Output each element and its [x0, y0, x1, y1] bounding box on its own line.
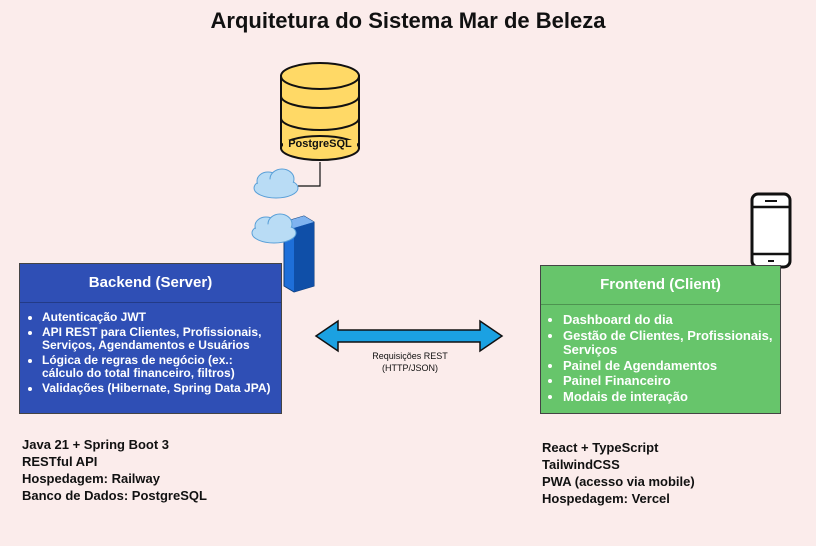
note-line: RESTful API: [22, 454, 98, 469]
list-item: Lógica de regras de negócio (ex.: cálcul…: [42, 354, 275, 380]
note-line: PWA (acesso via mobile): [542, 474, 695, 489]
smartphone-icon: [750, 192, 792, 269]
note-line: Java 21 + Spring Boot 3: [22, 437, 170, 452]
frontend-box: Frontend (Client) Dashboard do dia Gestã…: [540, 265, 781, 414]
frontend-list: Dashboard do dia Gestão de Clientes, Pro…: [541, 312, 780, 405]
diagram-title: Arquitetura do Sistema Mar de Beleza: [210, 8, 606, 33]
note-line: Banco de Dados: PostgreSQL: [22, 488, 207, 503]
database-label: PostgreSQL: [288, 138, 352, 150]
connection-label: Requisições REST (HTTP/JSON): [340, 350, 480, 374]
note-line: TailwindCSS: [542, 457, 620, 472]
database-icon: [280, 62, 360, 161]
list-item: Painel de Agendamentos: [563, 358, 774, 374]
note-line: Hospedagem: Vercel: [542, 491, 670, 506]
connection-label-line2: (HTTP/JSON): [382, 363, 438, 373]
note-line: Hospedagem: Railway: [22, 471, 160, 486]
list-item: API REST para Clientes, Profissionais, S…: [42, 326, 275, 352]
frontend-notes: React + TypeScript TailwindCSS PWA (aces…: [542, 439, 695, 507]
list-item: Gestão de Clientes, Profissionais, Servi…: [563, 328, 774, 358]
backend-list: Autenticação JWT API REST para Clientes,…: [20, 311, 281, 395]
frontend-title: Frontend (Client): [541, 266, 780, 305]
list-item: Modais de interação: [563, 389, 774, 405]
list-item: Dashboard do dia: [563, 312, 774, 328]
backend-title: Backend (Server): [20, 264, 281, 303]
backend-notes: Java 21 + Spring Boot 3 RESTful API Hosp…: [22, 436, 207, 504]
connection-label-line1: Requisições REST: [372, 351, 448, 361]
cloud-icon: [251, 213, 297, 244]
cloud-icon: [253, 168, 299, 199]
list-item: Autenticação JWT: [42, 311, 275, 324]
double-arrow-icon: [314, 319, 504, 353]
backend-box: Backend (Server) Autenticação JWT API RE…: [19, 263, 282, 414]
list-item: Painel Financeiro: [563, 373, 774, 389]
list-item: Validações (Hibernate, Spring Data JPA): [42, 382, 275, 395]
note-line: React + TypeScript: [542, 440, 659, 455]
db-connector-line: [298, 162, 321, 187]
